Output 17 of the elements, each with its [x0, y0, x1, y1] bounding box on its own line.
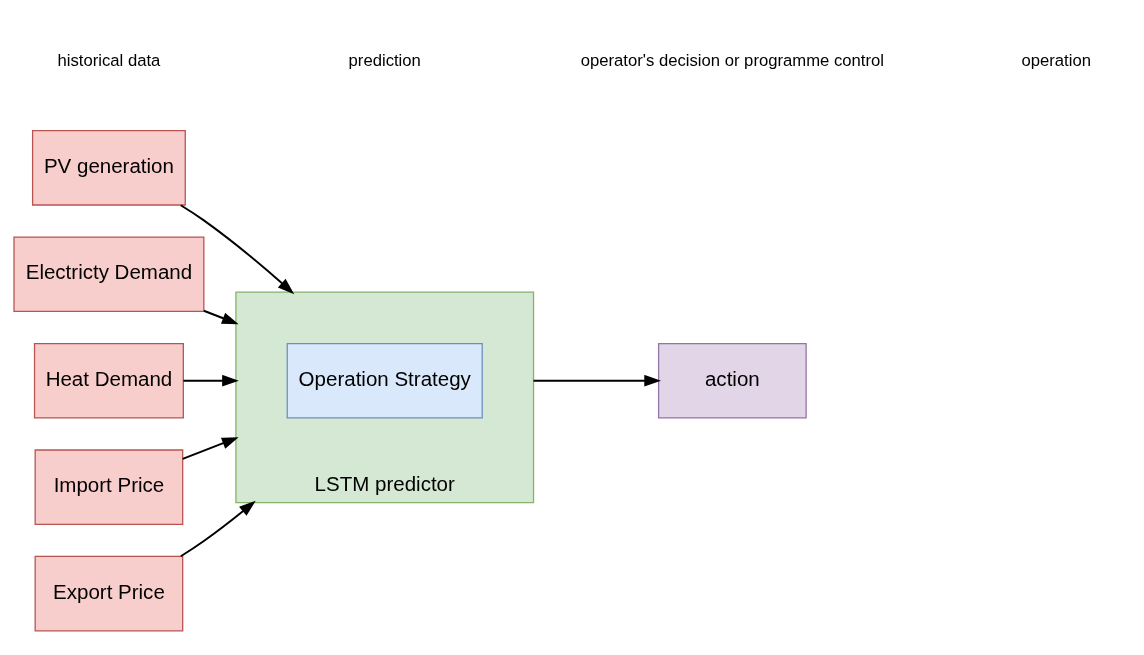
label: operator's decision or programme control	[580, 50, 884, 70]
arrow	[181, 437, 239, 460]
arrow	[179, 500, 256, 558]
arrow	[182, 374, 239, 387]
node-box: action	[657, 342, 807, 419]
arrow	[202, 309, 239, 325]
arrow	[532, 374, 661, 387]
label: historical data	[57, 50, 161, 70]
node-box: Operation Strategy	[286, 342, 483, 419]
arrow	[179, 204, 295, 295]
node-box: Export Price	[34, 555, 184, 632]
label: prediction	[348, 50, 421, 70]
node-box: PV generation	[31, 129, 186, 206]
node-box: Heat Demand	[33, 342, 184, 419]
node-box: Import Price	[34, 449, 184, 526]
node-box: Electricty Demand	[13, 236, 205, 313]
label: operation	[1021, 50, 1091, 70]
